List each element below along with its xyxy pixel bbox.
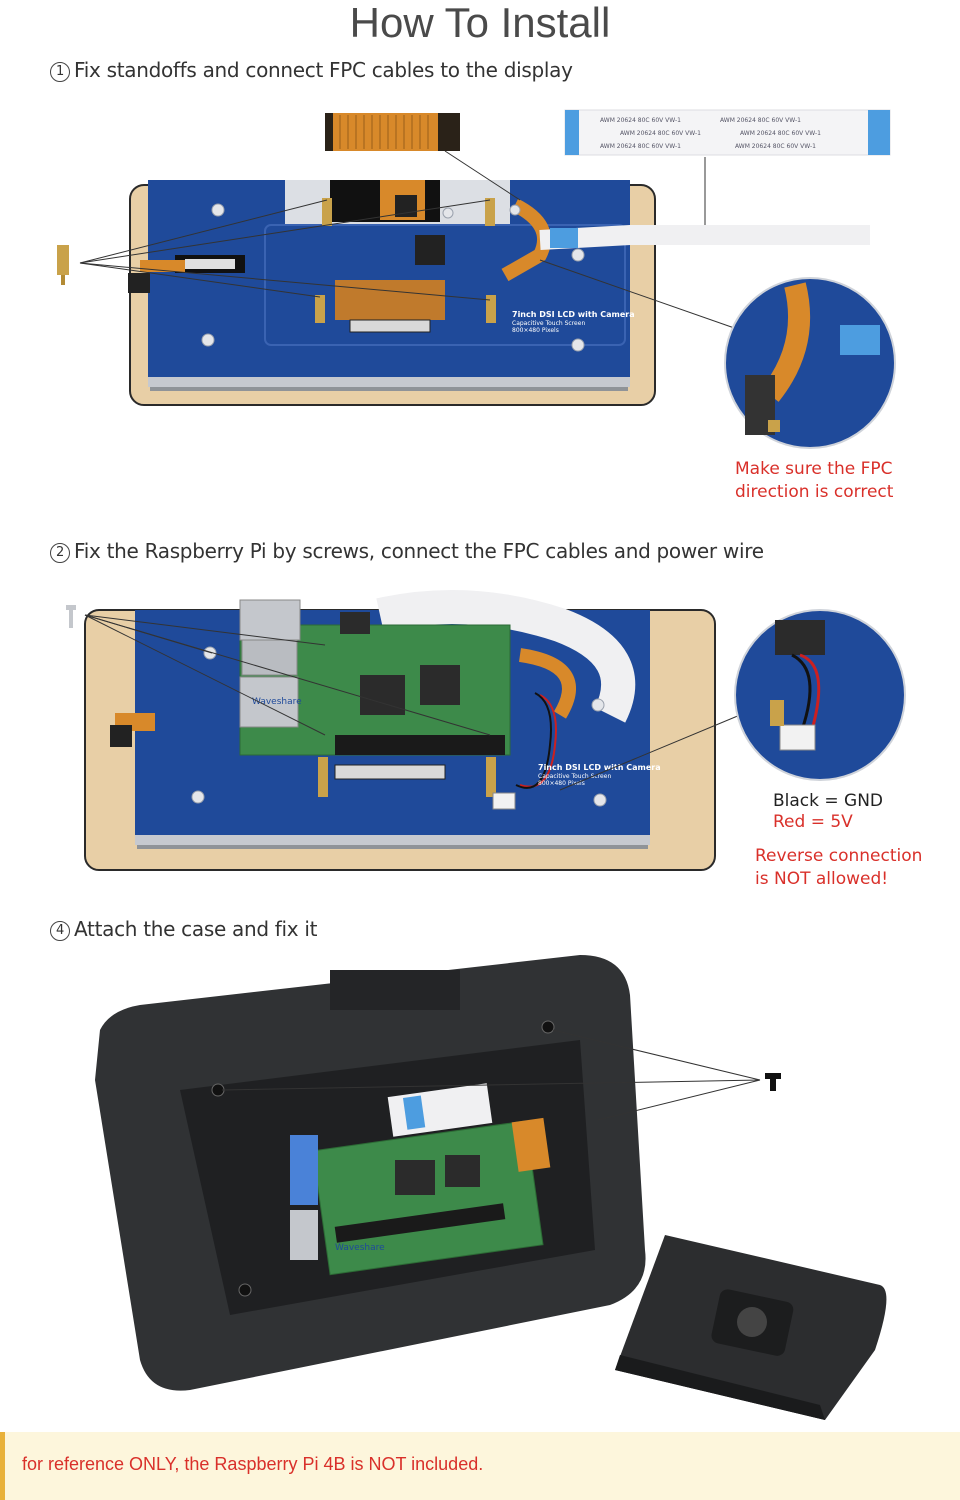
ribbon-print-2: AWM 20624 80C 60V VW-1 — [720, 117, 801, 124]
fpc-note-line-2: direction is correct — [735, 482, 894, 502]
board-label-res: 800×480 Pixels — [538, 780, 585, 787]
step-1-illustration: AWM 20624 80C 60V VW-1 AWM 20624 80C 60V… — [0, 95, 960, 525]
fpc-note: Make sure the FPC direction is correct — [735, 458, 893, 504]
ribbon-print-4: AWM 20624 80C 60V VW-1 — [740, 130, 821, 137]
step-1-number: 1 — [50, 62, 70, 82]
page-title: How To Install — [349, 0, 611, 46]
wire-red-label: Red = 5V — [773, 812, 853, 832]
footer-accent-bar — [0, 1432, 5, 1500]
case-pi-silk-brand: Waveshare — [335, 1243, 385, 1253]
case-back-cover — [615, 1235, 887, 1420]
pointer-lines — [221, 1029, 761, 1121]
footer-note: for reference ONLY, the Raspberry Pi 4B … — [0, 1432, 960, 1500]
reverse-warning: Reverse connection is NOT allowed! — [755, 845, 922, 891]
board-label-res: 800×480 Pixels — [512, 327, 559, 334]
loose-screw — [66, 605, 76, 628]
step-2-illustration: Waveshare 7inch DSI LCD with Camera Capa… — [0, 585, 960, 890]
footer-note-text: for reference ONLY, the Raspberry Pi 4B … — [22, 1454, 484, 1474]
pointer-lines — [79, 150, 741, 331]
long-fpc-ribbon: AWM 20624 80C 60V VW-1 AWM 20624 80C 60V… — [564, 109, 891, 225]
step-1-text: Fix standoffs and connect FPC cables to … — [74, 58, 573, 82]
wire-black-label: Black = GND — [773, 791, 884, 811]
short-fpc-cable — [325, 113, 460, 151]
reverse-warning-line-1: Reverse connection — [755, 846, 923, 866]
reverse-warning-line-2: is NOT allowed! — [755, 869, 889, 889]
pointer-lines — [84, 614, 741, 791]
board-label-sub: Capacitive Touch Screen — [538, 773, 611, 780]
loose-case-screw — [765, 1073, 781, 1091]
step-2-text: Fix the Raspberry Pi by screws, connect … — [74, 539, 764, 563]
step-4-illustration: Waveshare — [0, 950, 960, 1420]
zoom-detail-power — [734, 609, 906, 781]
board-label-sub: Capacitive Touch Screen — [512, 320, 585, 327]
ribbon-print-6: AWM 20624 80C 60V VW-1 — [735, 143, 816, 150]
loose-standoff — [57, 245, 69, 285]
fpc-note-line-1: Make sure the FPC — [735, 459, 893, 479]
board-label-title: 7inch DSI LCD with Camera — [538, 763, 661, 772]
step-4-number: 4 — [50, 921, 70, 941]
pi-silk-brand: Waveshare — [252, 697, 302, 707]
ribbon-print-3: AWM 20624 80C 60V VW-1 — [620, 130, 701, 137]
raspberry-pi-in-case: Waveshare — [290, 1083, 551, 1276]
step-4-text: Attach the case and fix it — [74, 917, 318, 941]
standoffs — [315, 198, 496, 323]
step-2-number: 2 — [50, 543, 70, 563]
ribbon-print-5: AWM 20624 80C 60V VW-1 — [600, 143, 681, 150]
zoom-detail-fpc — [724, 277, 896, 449]
ribbon-print-1: AWM 20624 80C 60V VW-1 — [600, 117, 681, 124]
raspberry-pi-board: Waveshare — [239, 599, 511, 756]
board-label-title: 7inch DSI LCD with Camera — [512, 310, 635, 319]
